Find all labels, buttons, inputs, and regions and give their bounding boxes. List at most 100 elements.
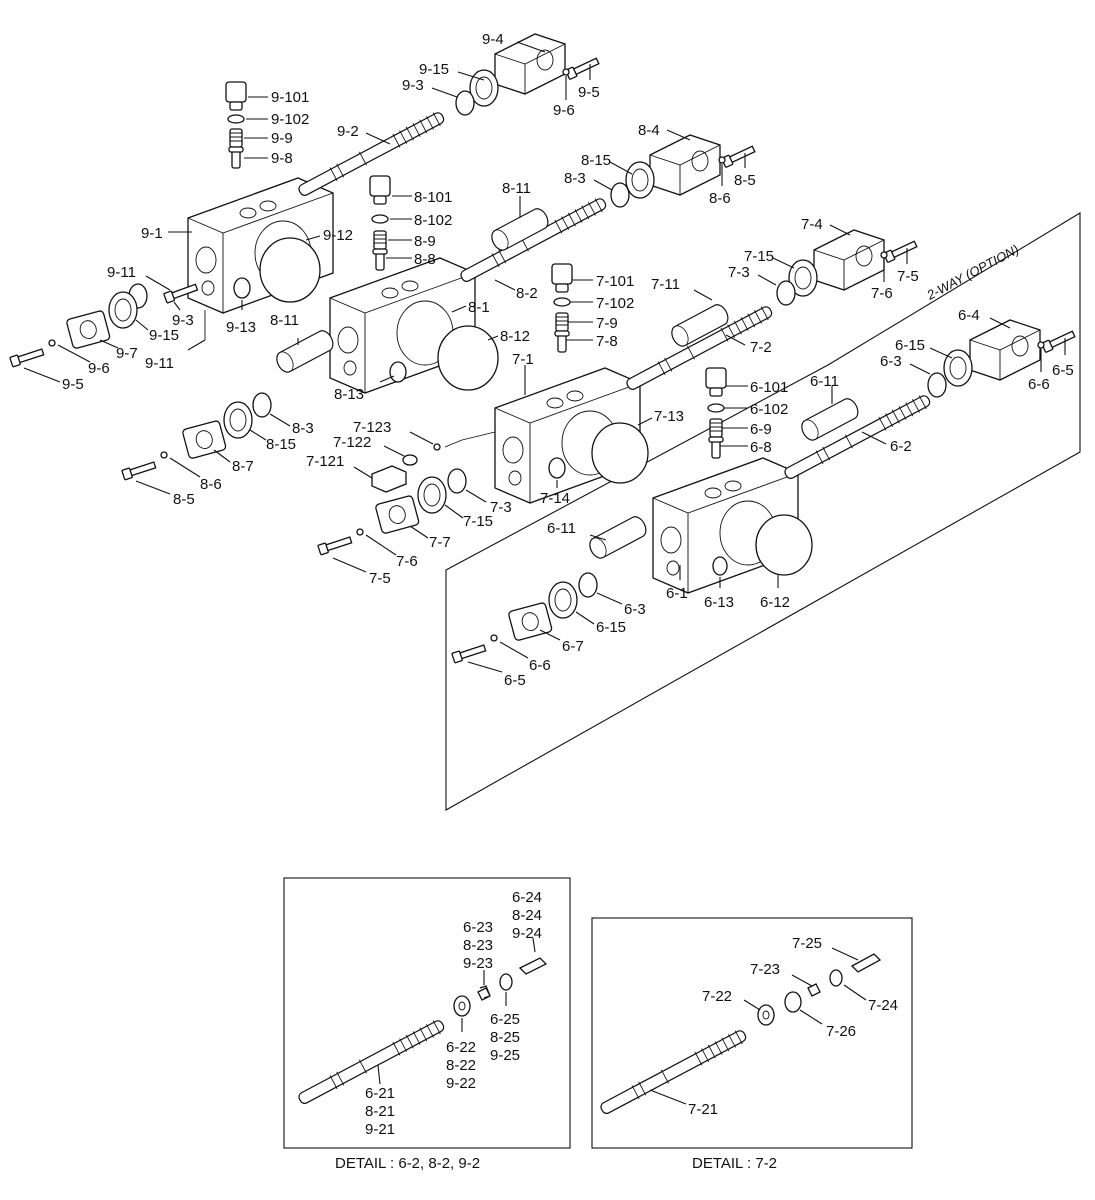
label-6-102: 6-102 bbox=[750, 401, 788, 418]
label-8-13: 8-13 bbox=[334, 386, 364, 403]
detail2-label-7-23: 7-23 bbox=[750, 961, 780, 978]
label-6-3-top: 6-3 bbox=[880, 353, 902, 370]
label-8-12: 8-12 bbox=[500, 328, 530, 345]
label-6-6-top: 6-6 bbox=[1028, 376, 1050, 393]
label-6-11-b: 6-11 bbox=[547, 520, 576, 537]
label-9-102: 9-102 bbox=[271, 111, 309, 128]
detail1-label-9-23: 9-23 bbox=[463, 955, 493, 972]
label-9-15: 9-15 bbox=[419, 61, 449, 78]
label-7-4: 7-4 bbox=[801, 216, 823, 233]
label-9-11-b: 9-11 bbox=[145, 355, 174, 372]
label-7-15-top: 7-15 bbox=[744, 248, 774, 265]
label-8-3-b: 8-3 bbox=[292, 420, 314, 437]
label-8-15-b: 8-15 bbox=[266, 436, 296, 453]
detail1-label-8-21: 8-21 bbox=[365, 1103, 395, 1120]
label-6-5-top: 6-5 bbox=[1052, 362, 1074, 379]
label-9-3-top: 9-3 bbox=[402, 77, 424, 94]
label-9-7: 9-7 bbox=[116, 345, 138, 362]
detail1-label-6-24: 6-24 bbox=[512, 889, 542, 906]
label-6-9: 6-9 bbox=[750, 421, 772, 438]
option-frame bbox=[445, 212, 1081, 811]
label-8-9: 8-9 bbox=[414, 233, 436, 250]
detail1-label-8-22: 8-22 bbox=[446, 1057, 476, 1074]
label-8-8: 8-8 bbox=[414, 251, 436, 268]
label-9-11-a: 9-11 bbox=[107, 264, 136, 281]
label-7-13: 7-13 bbox=[654, 408, 684, 425]
label-7-6-b: 7-6 bbox=[396, 553, 418, 570]
detail1-label-8-25: 8-25 bbox=[490, 1029, 520, 1046]
detail2-label-7-21: 7-21 bbox=[688, 1101, 718, 1118]
label-8-6-b: 8-6 bbox=[200, 476, 222, 493]
label-9-8: 9-8 bbox=[271, 150, 293, 167]
label-6-5-b: 6-5 bbox=[504, 672, 526, 689]
label-9-6-top: 9-6 bbox=[553, 102, 575, 119]
label-9-15-b: 9-15 bbox=[149, 327, 179, 344]
label-9-101: 9-101 bbox=[271, 89, 309, 106]
detail1-label-6-22: 6-22 bbox=[446, 1039, 476, 1056]
label-8-1: 8-1 bbox=[468, 299, 490, 316]
label-7-11: 7-11 bbox=[651, 276, 680, 293]
label-8-4: 8-4 bbox=[638, 122, 660, 139]
detail1-label-8-23: 8-23 bbox=[463, 937, 493, 954]
label-8-3-top: 8-3 bbox=[564, 170, 586, 187]
label-8-11-top: 8-11 bbox=[502, 180, 531, 197]
detail1-label-9-25: 9-25 bbox=[490, 1047, 520, 1064]
label-9-12: 9-12 bbox=[323, 227, 353, 244]
label-6-7: 6-7 bbox=[562, 638, 584, 655]
label-9-1: 9-1 bbox=[141, 225, 163, 242]
detail1-label-6-25: 6-25 bbox=[490, 1011, 520, 1028]
label-6-101: 6-101 bbox=[750, 379, 788, 396]
label-7-5-b: 7-5 bbox=[369, 570, 391, 587]
label-7-6-top: 7-6 bbox=[871, 285, 893, 302]
section-9: 9-4 9-15 9-3 9-6 9-5 9-101 9-102 9-9 9-8… bbox=[9, 31, 601, 393]
label-8-102: 8-102 bbox=[414, 212, 452, 229]
label-7-102: 7-102 bbox=[596, 295, 634, 312]
label-8-5-b: 8-5 bbox=[173, 491, 195, 508]
label-9-2: 9-2 bbox=[337, 123, 359, 140]
label-7-122: 7-122 bbox=[333, 434, 371, 451]
section-7: 7-4 7-15 7-3 7-6 7-5 7-101 7-102 7-11 7-… bbox=[306, 216, 919, 587]
detail1-label-6-21: 6-21 bbox=[365, 1085, 395, 1102]
label-9-13: 9-13 bbox=[226, 319, 256, 336]
section-6: 6-4 6-15 6-3 6-6 6-5 6-101 6-11 6-102 6-… bbox=[451, 307, 1077, 689]
label-7-123: 7-123 bbox=[353, 419, 391, 436]
label-9-5-top: 9-5 bbox=[578, 84, 600, 101]
label-8-11-b: 8-11 bbox=[270, 312, 299, 329]
detail2-label-7-26: 7-26 bbox=[826, 1023, 856, 1040]
label-7-7: 7-7 bbox=[429, 534, 451, 551]
label-6-4: 6-4 bbox=[958, 307, 980, 324]
label-8-2: 8-2 bbox=[516, 285, 538, 302]
detail2-label-7-22: 7-22 bbox=[702, 988, 732, 1005]
label-7-3-b: 7-3 bbox=[490, 499, 512, 516]
detail2-label-7-25: 7-25 bbox=[792, 935, 822, 952]
label-6-12: 6-12 bbox=[760, 594, 790, 611]
label-9-6-b: 9-6 bbox=[88, 360, 110, 377]
label-7-2: 7-2 bbox=[750, 339, 772, 356]
label-8-15-top: 8-15 bbox=[581, 152, 611, 169]
section-8: 8-4 8-15 8-3 8-6 8-5 8-11 8-101 8-102 8-… bbox=[121, 122, 757, 508]
label-6-11-top: 6-11 bbox=[810, 373, 839, 390]
detail1-label-9-22: 9-22 bbox=[446, 1075, 476, 1092]
detail-6-2-8-2-9-2: 6-24 8-24 9-24 6-23 8-23 9-23 6-25 8-25 … bbox=[283, 877, 571, 1172]
label-6-15-top: 6-15 bbox=[895, 337, 925, 354]
label-8-7: 8-7 bbox=[232, 458, 254, 475]
label-7-9: 7-9 bbox=[596, 315, 618, 332]
label-7-3-top: 7-3 bbox=[728, 264, 750, 281]
label-9-5-b: 9-5 bbox=[62, 376, 84, 393]
label-7-1: 7-1 bbox=[512, 351, 534, 368]
label-6-6-b: 6-6 bbox=[529, 657, 551, 674]
label-7-8: 7-8 bbox=[596, 333, 618, 350]
label-7-15-b: 7-15 bbox=[463, 513, 493, 530]
label-6-13: 6-13 bbox=[704, 594, 734, 611]
label-8-101: 8-101 bbox=[414, 189, 452, 206]
detail2-label-7-24: 7-24 bbox=[868, 997, 898, 1014]
detail-7-2: 7-25 7-23 7-22 7-24 7-26 7-21 DETAIL : 7… bbox=[591, 917, 913, 1172]
label-8-5-top: 8-5 bbox=[734, 172, 756, 189]
label-7-101: 7-101 bbox=[596, 273, 634, 290]
detail1-label-8-24: 8-24 bbox=[512, 907, 542, 924]
detail1-label-9-24: 9-24 bbox=[512, 925, 542, 942]
option-label: 2-WAY (OPTION) bbox=[923, 242, 1021, 304]
label-6-1: 6-1 bbox=[666, 585, 688, 602]
label-9-9: 9-9 bbox=[271, 130, 293, 147]
